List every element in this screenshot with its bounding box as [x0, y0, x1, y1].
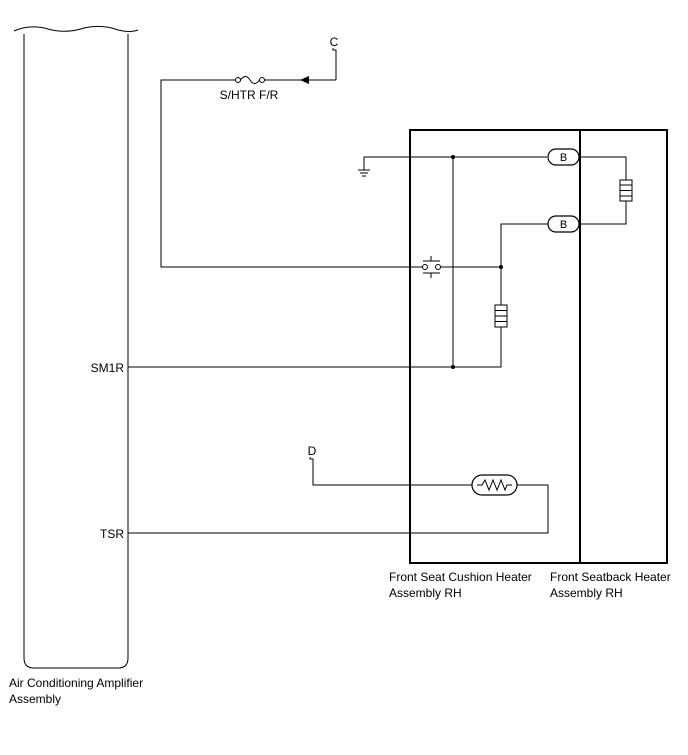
wire-cushion-heater	[453, 223, 548, 368]
wire-seatback-heater	[579, 156, 627, 225]
ac-amplifier-torn-edge	[13, 25, 139, 32]
connector-b-top: B	[547, 148, 580, 166]
connector-c-label: C	[330, 35, 339, 49]
terminal-sm1r-label: SM1R	[91, 361, 125, 375]
svg-text:Air Conditioning Amplifier: Air Conditioning Amplifier	[9, 676, 143, 690]
svg-text:Assembly: Assembly	[9, 692, 61, 706]
junction-dot	[451, 155, 455, 159]
arrow-head-icon	[300, 76, 309, 84]
fuse-element-icon	[240, 76, 260, 84]
thermostat-switch	[422, 256, 441, 278]
fuse-s-htr-fr: S/HTR F/R	[220, 76, 279, 102]
cushion-heater-element-icon	[494, 304, 508, 328]
fuse-terminal-right	[259, 77, 265, 83]
cushion-heater-label: Front Seat Cushion Heater Assembly RH	[389, 570, 532, 600]
svg-text:Front Seat Cushion Heater: Front Seat Cushion Heater	[389, 570, 532, 584]
wire-thermistor-to-tsr	[128, 484, 549, 534]
ac-amplifier-body	[23, 34, 129, 669]
thermistor-icon	[471, 474, 518, 496]
fuse-terminal-left	[235, 77, 241, 83]
terminal-tsr-label: TSR	[100, 527, 124, 541]
wire-fuse-to-switch	[160, 79, 425, 268]
connector-b-bottom-label: B	[560, 219, 567, 231]
svg-text:Assembly RH: Assembly RH	[389, 586, 462, 600]
ac-amplifier-label: Air Conditioning Amplifier Assembly	[9, 676, 143, 706]
connector-c: C	[330, 35, 339, 80]
seatback-heater-box	[579, 129, 668, 564]
seatback-heater-label: Front Seatback Heater Assembly RH	[550, 570, 671, 600]
connector-b-top-label: B	[560, 152, 567, 164]
svg-text:Front Seatback Heater: Front Seatback Heater	[550, 570, 671, 584]
connector-b-bottom: B	[547, 215, 580, 233]
fuse-label: S/HTR F/R	[220, 88, 279, 102]
seatback-heater-element-icon	[619, 179, 633, 202]
svg-text:Assembly RH: Assembly RH	[550, 586, 623, 600]
ground-icon	[358, 156, 547, 177]
connector-d-label: D	[308, 444, 317, 458]
cushion-heater-box	[409, 129, 581, 564]
connector-d: D	[308, 444, 472, 486]
